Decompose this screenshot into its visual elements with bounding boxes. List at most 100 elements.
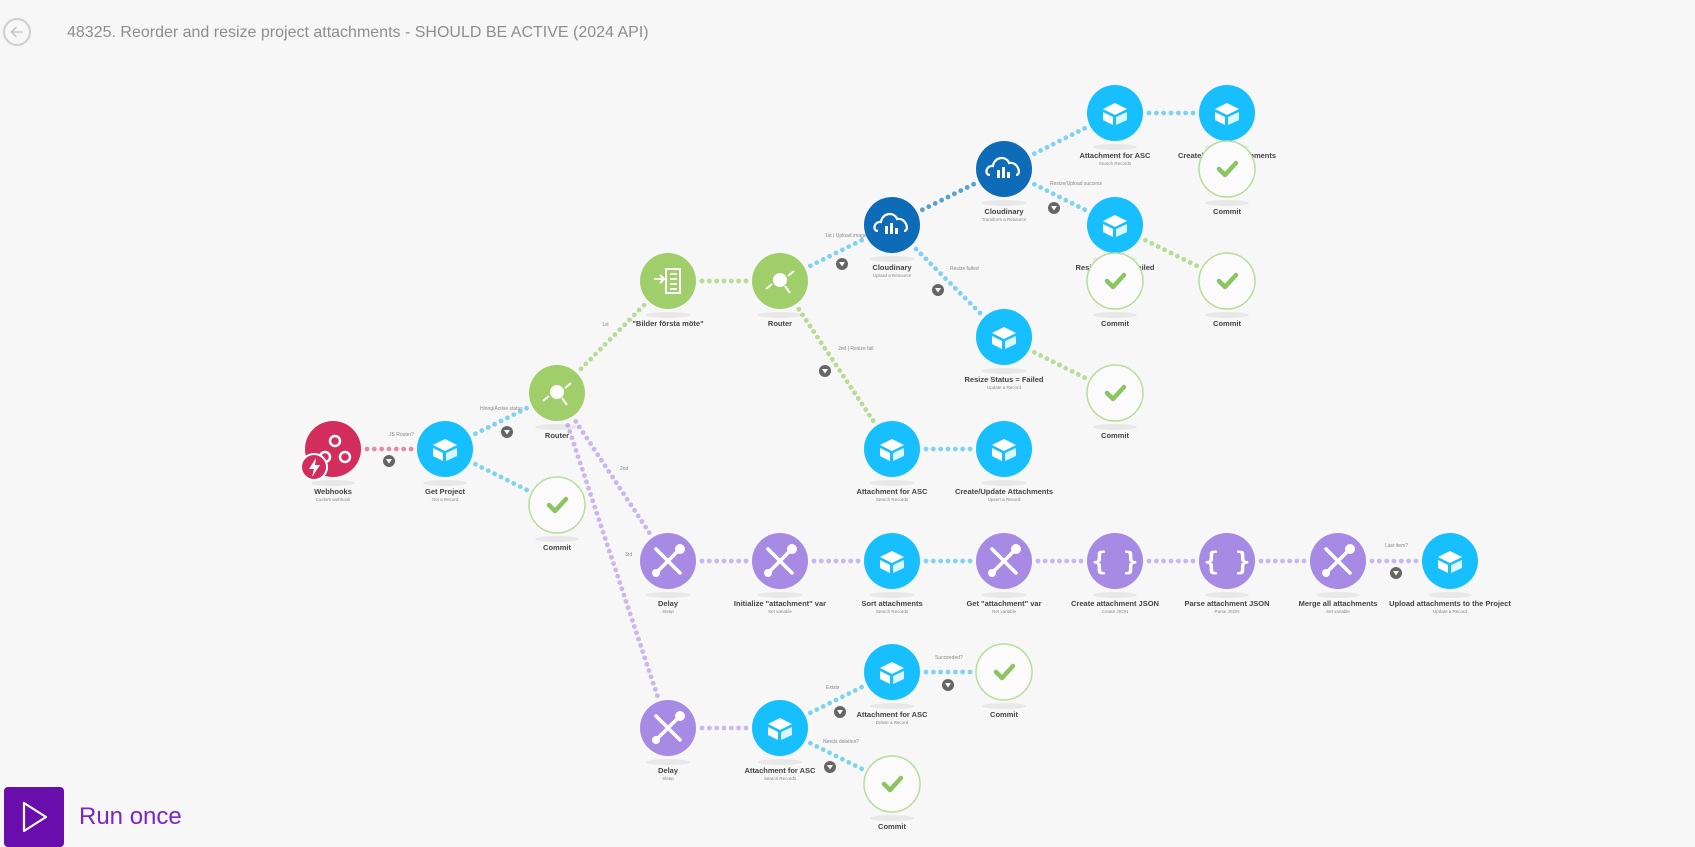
module-router1[interactable]: Router [529,365,585,440]
connection-getproj-commit1[interactable] [473,461,529,493]
filter-icon[interactable] [824,761,836,773]
back-button[interactable] [3,18,31,46]
route-label[interactable]: 1st | Upload image? [825,233,870,239]
connection-att_asc2-cu_att2[interactable] [923,446,973,452]
connection-dot [575,454,581,460]
module-commit3[interactable]: Commit [1198,252,1256,328]
module-commit2[interactable]: Commit [1198,140,1256,216]
connection-delay1-init_var[interactable] [699,558,749,564]
connection-att_asc3-commit7[interactable] [808,740,864,772]
filter-icon[interactable] [1048,202,1060,214]
connection-att_asc3-att_asc4[interactable] [808,684,864,716]
connection-router2-cloud1[interactable] [808,237,864,269]
route-label[interactable]: JS Router? [389,432,414,438]
connection-cloud1-cloud2[interactable] [920,181,976,213]
module-commit5[interactable]: Commit [1086,364,1144,440]
route-label[interactable]: Succeeded? [935,655,963,661]
connection-resize1-commit3[interactable] [1143,237,1199,269]
module-bubble[interactable] [640,253,696,309]
connection-att_asc4-commit6[interactable] [923,669,973,675]
filter-icon[interactable] [834,706,846,718]
module-commit7[interactable]: Commit [863,755,921,830]
route-label[interactable]: Resize/Upload success [1050,181,1102,187]
connection-dot [580,430,586,435]
module-upload_att[interactable]: Upload attachments to the ProjectUpdate … [1389,533,1511,614]
module-bubble[interactable] [863,755,921,813]
connection-getproj-router1[interactable] [473,405,529,437]
filter-icon[interactable] [383,455,395,467]
airtable-icon [1103,215,1127,237]
scenario-canvas[interactable]: JS Router? Hiring/Active status 1st 1st | U… [0,0,1695,830]
module-bubble[interactable] [1198,140,1256,198]
route-label[interactable]: 1st [602,322,609,328]
route-label[interactable]: 3rd [625,552,632,558]
module-bubble[interactable] [528,476,586,534]
module-bubble[interactable] [1086,364,1144,422]
connection-create_json-parse_json[interactable] [1146,558,1196,564]
module-bubble[interactable] [1087,533,1143,589]
connection-cloud2-att_asc1[interactable] [1031,125,1088,157]
filter-icon[interactable] [932,284,944,296]
connection-att_asc1-cu_att1[interactable] [1146,110,1196,116]
run-once-button[interactable] [4,787,64,847]
module-bubble[interactable] [1199,533,1255,589]
route-label[interactable]: Exists [826,685,840,691]
connection-webhook-getproj[interactable] [364,446,414,452]
connection-router1-iter[interactable] [578,302,647,372]
module-bubble[interactable] [1086,252,1144,310]
module-sublabel: Create JSON [1102,609,1129,614]
connection-iter-router2[interactable] [699,278,749,284]
route-label[interactable]: 2nd | Resize fail [838,346,873,352]
route-label[interactable]: Last item? [1385,543,1408,549]
connection-dot [648,674,654,680]
filter-icon[interactable] [819,365,831,377]
connection-router1-delay1[interactable] [573,418,652,536]
module-label: Sort attachments [861,599,922,608]
module-commit6[interactable]: Commit [975,643,1033,719]
module-bubble[interactable] [1198,252,1256,310]
route-label[interactable]: Needs deletion? [823,739,859,745]
connection-cloud1-resize2[interactable] [913,246,983,316]
filter-icon[interactable] [501,426,513,438]
connection-get_var-create_json[interactable] [1035,558,1084,564]
connection-delay2-att_asc3[interactable] [699,725,749,731]
connection-cloud2-resize1[interactable] [1031,181,1088,213]
connection-dot [511,480,517,486]
connection-merge_all-upload_att[interactable] [1369,558,1419,564]
connection-resize2-commit5[interactable] [1031,349,1088,381]
module-commit1[interactable]: Commit [528,476,586,552]
module-iter[interactable]: "Bilder första möte" [632,253,704,328]
module-commit4[interactable]: Commit [1086,252,1144,328]
route-label[interactable]: Hiring/Active status [480,406,523,412]
filter-icon[interactable] [836,258,848,270]
filter-icon[interactable] [1390,567,1402,579]
route-label[interactable]: Resize failed [950,266,979,272]
connection-router2-att_asc2[interactable] [796,306,876,424]
module-router2[interactable]: Router [752,253,808,328]
connection-init_var-sort_att[interactable] [811,558,861,564]
module-bubble[interactable] [975,643,1033,701]
filter-icon[interactable] [942,679,954,691]
connection-sort_att-get_var[interactable] [923,558,973,564]
route-label[interactable]: 2nd [620,466,629,472]
connection-dot [1078,558,1084,564]
connection-router1-delay2[interactable] [565,422,660,699]
connection-parse_json-merge_all[interactable] [1258,558,1307,564]
